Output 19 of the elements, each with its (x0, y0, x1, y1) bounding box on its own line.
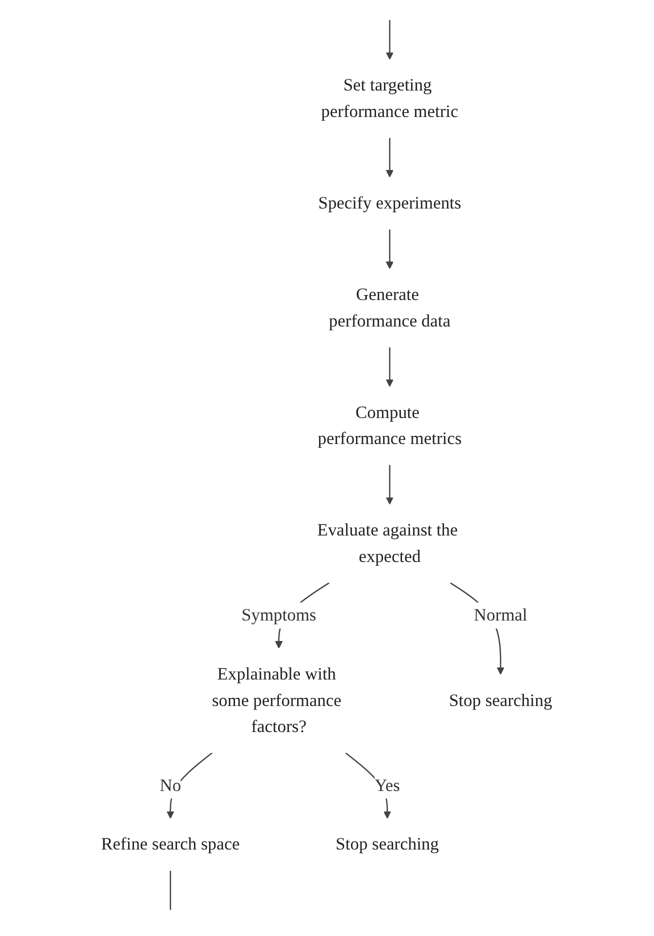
node-text: Stop searching (449, 690, 553, 710)
node-text: Refine search space (101, 834, 240, 854)
node-text: Compute performance metrics (318, 403, 462, 448)
arrow (386, 229, 394, 270)
node-text: Generate performance data (329, 285, 451, 331)
edge-label: Symptoms (242, 606, 317, 626)
node-text: Evaluate against the expected (318, 520, 458, 566)
edge-label: Normal (474, 606, 528, 626)
node-text: Explainable with some performance factors? (212, 664, 342, 736)
node-text: Set targeting performance metric (321, 76, 459, 122)
node-text: Stop searching (336, 834, 440, 854)
arrow (386, 465, 394, 505)
edge-label: Yes (374, 776, 400, 796)
arrow (386, 347, 394, 387)
edge-label: No (160, 776, 182, 796)
node-text: Specify experiments (318, 194, 462, 213)
connector (170, 870, 172, 910)
arrow (386, 138, 394, 178)
arrow (386, 20, 394, 60)
